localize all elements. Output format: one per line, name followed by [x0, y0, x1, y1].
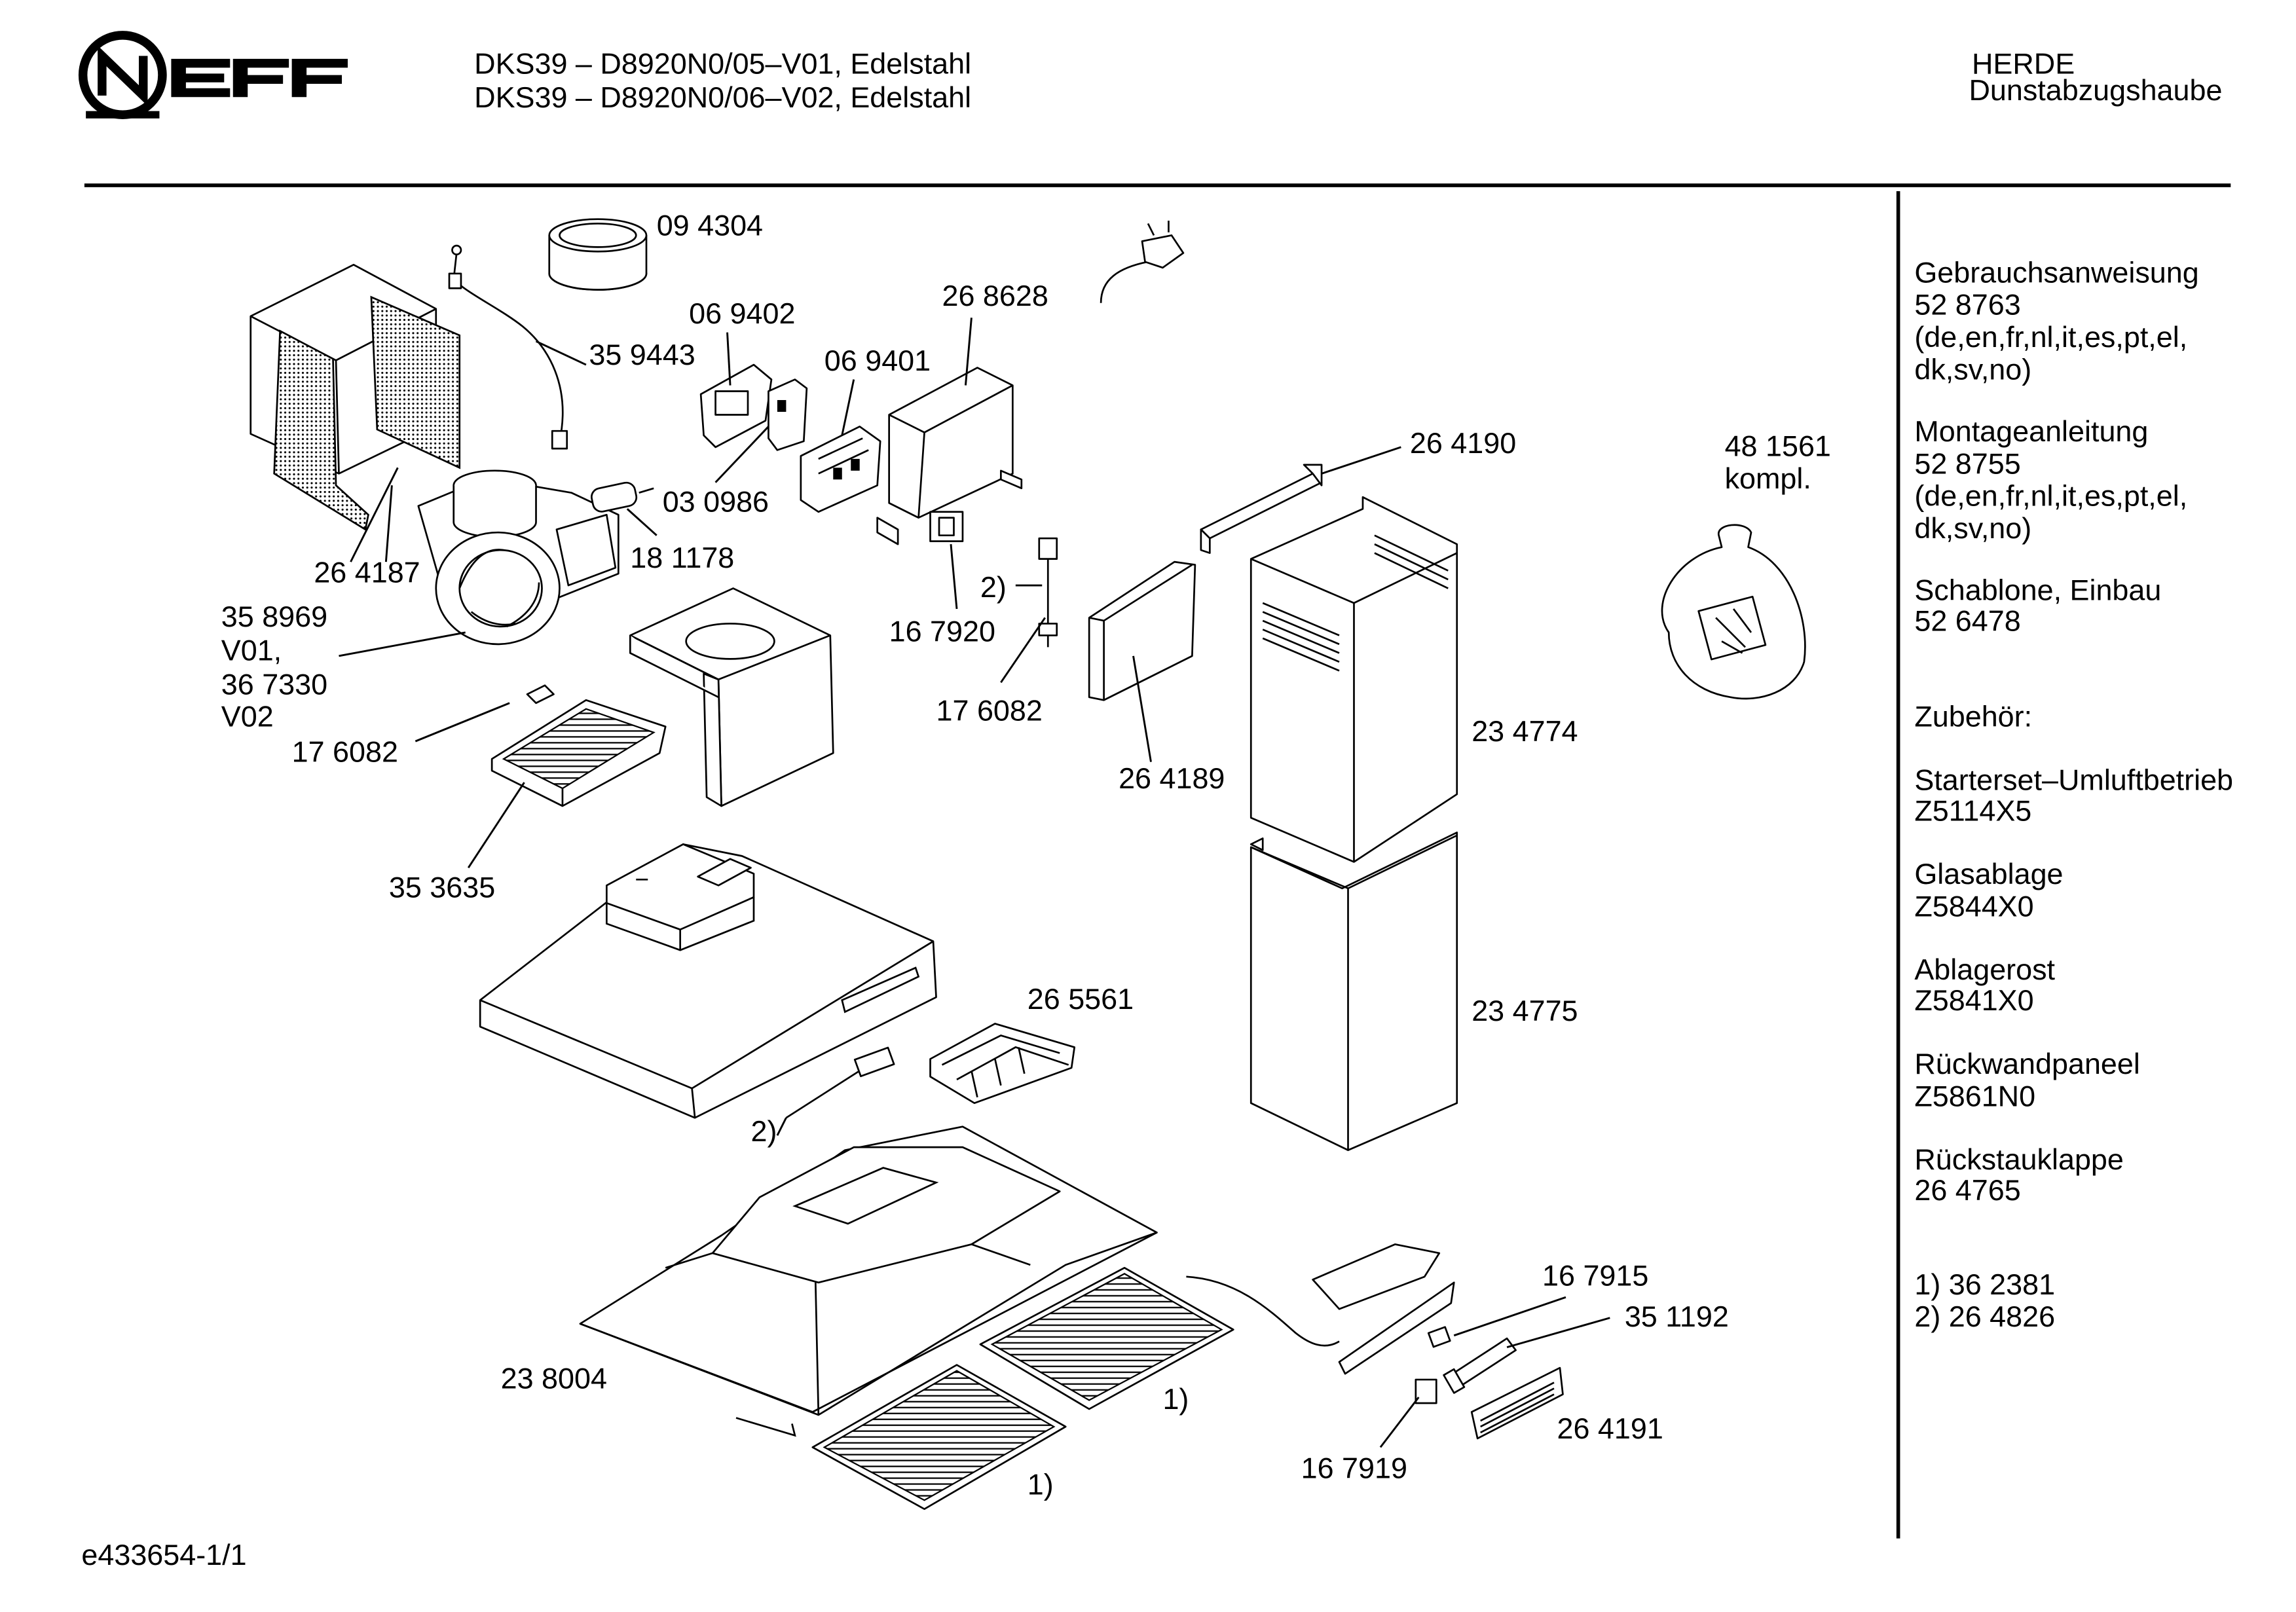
part-upper-hood: [479, 843, 937, 1119]
part-connector-176082: [1038, 537, 1058, 648]
label-030986: 03 0986: [663, 485, 769, 519]
label-234775: 23 4775: [1472, 994, 1578, 1027]
part-switch-167920: [929, 511, 964, 543]
label-167920: 16 7920: [889, 614, 995, 648]
label-264189: 26 4189: [1119, 761, 1225, 795]
accessory-4-name: Rückwandpaneel: [1914, 1047, 2140, 1080]
label-264187: 26 4187: [314, 556, 420, 589]
part-filter-housing: [250, 263, 461, 531]
label-176082-b: 17 6082: [936, 694, 1043, 727]
model-line-2: DKS39 – D8920N0/06–V02, Edelstahl: [474, 81, 971, 114]
template-title: Schablone, Einbau: [1914, 574, 2161, 607]
part-clip-176082: [526, 684, 555, 705]
manual-languages-2: dk,sv,no): [1914, 353, 2031, 386]
label-353635: 35 3635: [389, 870, 495, 904]
part-blower-motor: [417, 469, 620, 646]
part-capacitor: [591, 481, 654, 513]
label-167919: 16 7919: [1301, 1452, 1407, 1485]
part-fluorescent-tube: [1443, 1337, 1517, 1394]
accessory-1-number: Z5114X5: [1914, 794, 2031, 827]
accessories-title: Zubehör:: [1914, 700, 2032, 733]
label-note1-b: 1): [1028, 1467, 1054, 1501]
part-lamp-housing: [1186, 1243, 1455, 1375]
label-264190: 26 4190: [1410, 426, 1516, 460]
part-labels: 09 4304 35 9443 06 9402 06 9401 26 8628 …: [221, 208, 1831, 1501]
label-v02: V02: [221, 700, 274, 733]
label-note2-b: 2): [750, 1114, 777, 1148]
part-starter: [1415, 1378, 1437, 1404]
label-069401: 06 9401: [824, 344, 931, 377]
label-234774: 23 4774: [1472, 714, 1578, 748]
part-grease-grid: [491, 699, 667, 807]
label-v01: V01,: [221, 634, 282, 667]
part-control-cover: [876, 367, 1023, 545]
category-title: HERDE: [1972, 46, 2075, 80]
label-kompl: kompl.: [1725, 462, 1811, 495]
template-number: 52 6478: [1914, 604, 2020, 638]
install-languages-2: dk,sv,no): [1914, 511, 2031, 545]
label-094304: 09 4304: [657, 208, 763, 242]
part-cable: [448, 244, 568, 450]
document-id: e433654-1/1: [81, 1538, 246, 1571]
label-238004: 23 8004: [501, 1362, 607, 1395]
part-main-hood: [579, 1126, 1158, 1437]
part-light-cover: [1470, 1366, 1564, 1440]
accessory-4-number: Z5861N0: [1914, 1079, 2035, 1112]
part-filter-pad: [1088, 560, 1196, 701]
label-481561: 48 1561: [1725, 429, 1831, 462]
footnote-1: 1) 36 2381: [1914, 1268, 2055, 1301]
part-chimney-lower: [1250, 832, 1458, 1151]
manual-title: Gebrauchsanweisung: [1914, 255, 2198, 289]
manual-number: 52 8763: [1914, 288, 2020, 321]
part-collar-ring: [548, 218, 648, 291]
part-circuit-board: [800, 426, 881, 513]
install-number: 52 8755: [1914, 447, 2020, 480]
label-265561: 26 5561: [1028, 982, 1134, 1016]
accessory-3-number: Z5841X0: [1914, 983, 2033, 1017]
part-strap: [1200, 464, 1323, 554]
leader-lines: [339, 318, 1610, 1448]
part-mounting-plate: [629, 587, 834, 807]
part-light-module: [929, 1023, 1076, 1105]
model-line-1: DKS39 – D8920N0/05–V01, Edelstahl: [474, 46, 971, 80]
accessory-5-name: Rückstauklappe: [1914, 1143, 2124, 1176]
part-bag-kit: [1661, 524, 1806, 700]
label-167915: 16 7915: [1542, 1258, 1648, 1292]
label-351192: 35 1192: [1625, 1300, 1729, 1333]
label-367330: 36 7330: [221, 667, 327, 701]
part-power-plug: [1100, 220, 1185, 303]
accessory-2-number: Z5844X0: [1914, 889, 2033, 923]
label-359443: 35 9443: [589, 338, 695, 371]
label-358969: 35 8969: [221, 600, 327, 633]
part-bracket-069402: [699, 363, 808, 451]
sidebar-info: Gebrauchsanweisung 52 8763 (de,en,fr,nl,…: [1914, 255, 2233, 1333]
part-grease-filter-left: [811, 1364, 1067, 1511]
label-176082-a: 17 6082: [292, 735, 398, 769]
label-264191: 26 4191: [1557, 1412, 1663, 1445]
part-lamp-holder: [1427, 1326, 1451, 1348]
manual-languages-1: (de,en,fr,nl,it,es,pt,el,: [1914, 320, 2187, 354]
label-note1-a: 1): [1162, 1382, 1189, 1416]
part-chimney-upper: [1250, 496, 1458, 863]
label-note2-a: 2): [980, 570, 1007, 604]
subcategory-title: Dunstabzugshaube: [1969, 73, 2222, 107]
part-grease-filter-right: [979, 1267, 1234, 1410]
accessory-3-name: Ablagerost: [1914, 953, 2055, 986]
footnote-2: 2) 26 4826: [1914, 1300, 2055, 1333]
label-268628: 26 8628: [942, 279, 1048, 312]
install-title: Montageanleitung: [1914, 414, 2148, 448]
brand-logo: [78, 31, 348, 119]
label-181178: 18 1178: [630, 541, 734, 574]
install-languages-1: (de,en,fr,nl,it,es,pt,el,: [1914, 479, 2187, 513]
accessory-2-name: Glasablage: [1914, 857, 2063, 890]
label-069402: 06 9402: [689, 297, 795, 330]
accessory-1-name: Starterset–Umluftbetrieb: [1914, 763, 2233, 796]
accessory-5-number: 26 4765: [1914, 1173, 2020, 1207]
part-harness: [785, 1046, 895, 1119]
